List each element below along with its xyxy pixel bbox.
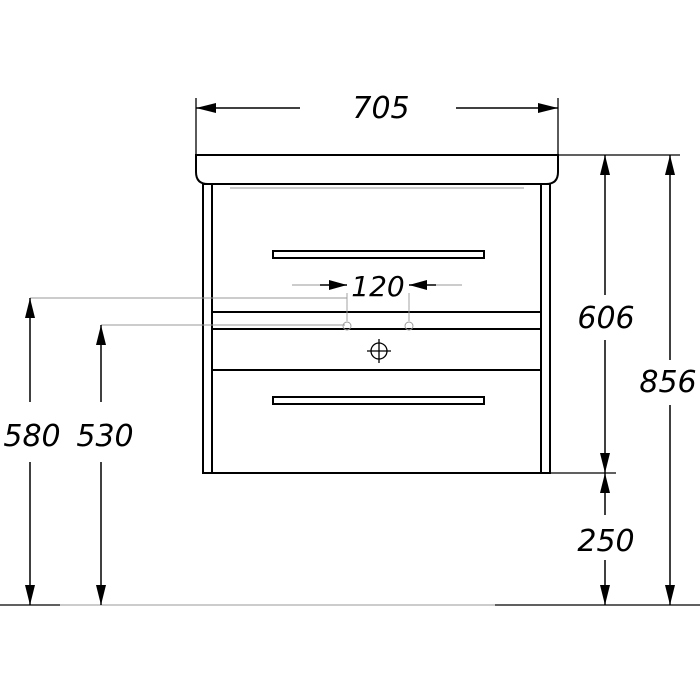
cabinet-height-dimension: 606 [550,154,680,474]
floor-clearance-dimension: 250 [577,473,635,605]
drain-hole [367,339,391,363]
pipe-height-530-dimension: 530 [76,324,345,605]
hole-spacing-dimension: 120 [292,270,462,303]
upper-drawer-handle [272,250,485,259]
width-dimension: 705 [195,91,559,155]
pipe-height-580-label: 580 [3,419,60,454]
lower-drawer-handle [272,396,485,405]
width-label: 705 [352,91,409,126]
cabinet-height-label: 606 [577,301,634,336]
floor-clearance-label: 250 [577,524,634,559]
total-height-dimension: 856 [639,155,697,605]
hole-spacing-label: 120 [351,270,404,303]
pipe-height-530-label: 530 [76,419,133,454]
total-height-label: 856 [639,365,696,400]
water-hole-right [404,293,414,331]
pipe-height-580-dimension: 580 [3,297,347,605]
upper-drawer [212,250,541,330]
lower-drawer [212,369,541,405]
